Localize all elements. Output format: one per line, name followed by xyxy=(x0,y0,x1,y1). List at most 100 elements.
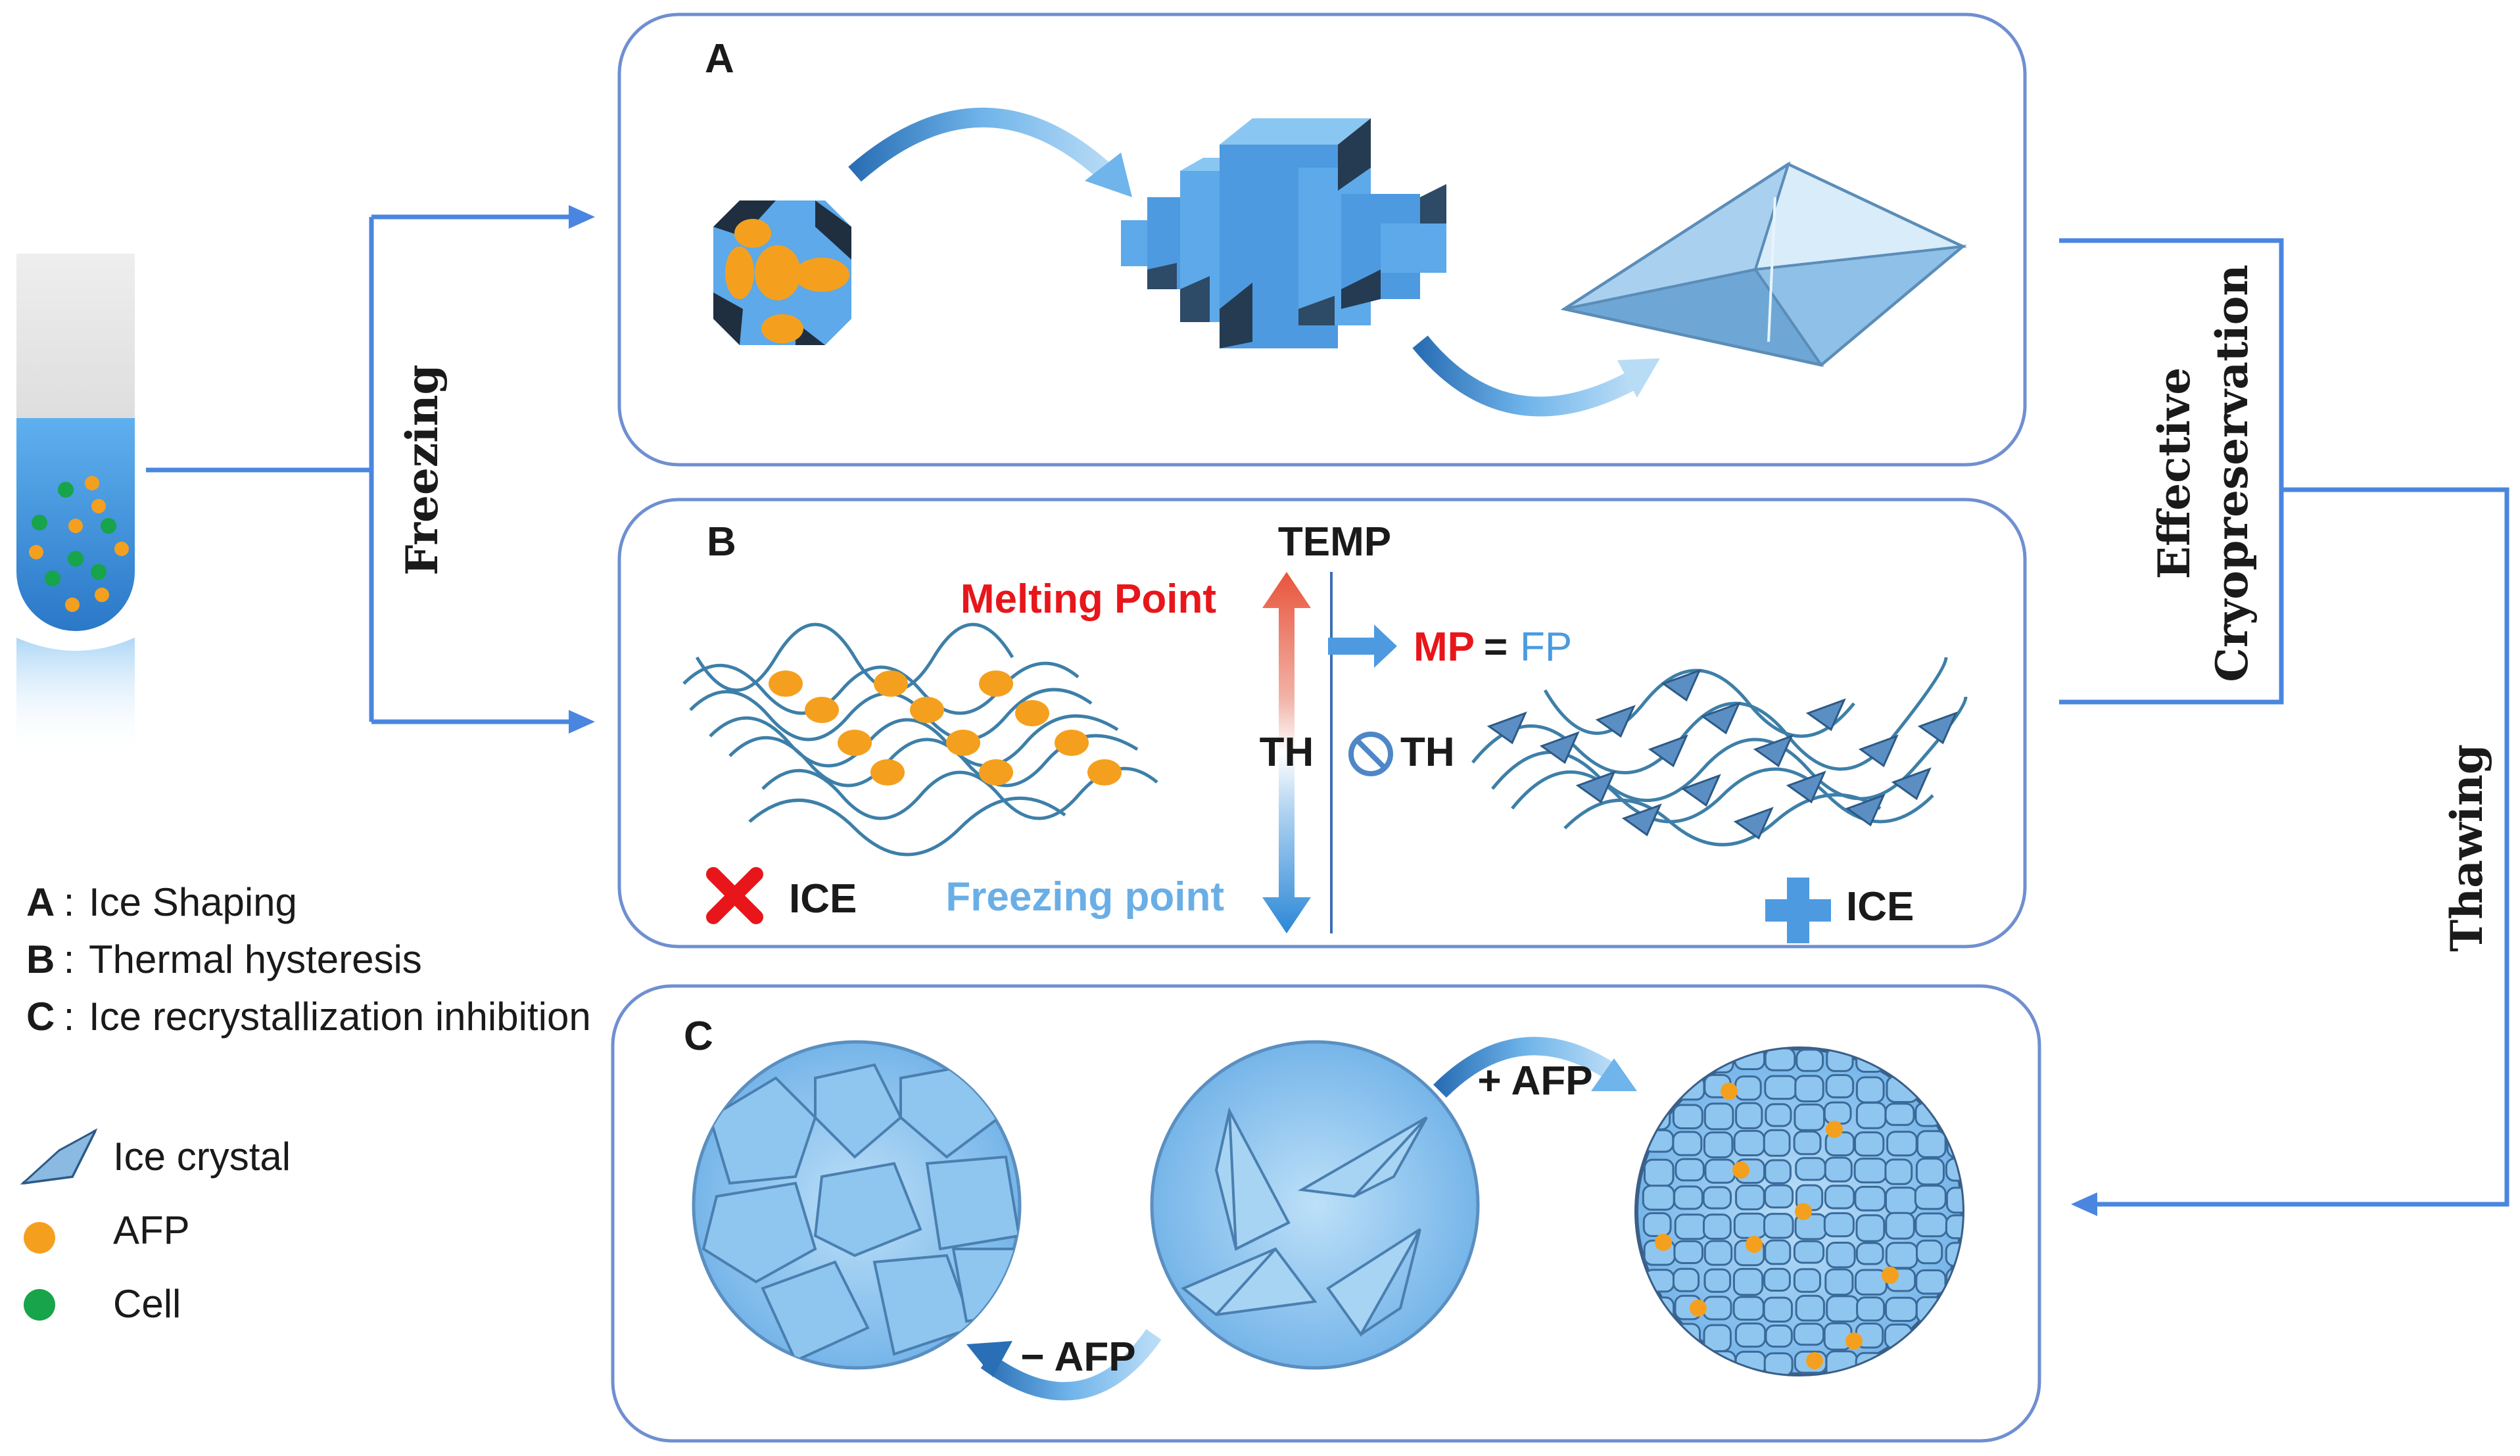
legend-key-c: C xyxy=(26,995,55,1039)
cell-dots xyxy=(32,482,116,586)
th-left-label: TH xyxy=(1260,730,1314,775)
mp-label: MP xyxy=(1414,624,1475,670)
ice-grain xyxy=(1673,1185,1703,1210)
ice-grain xyxy=(1795,1048,1824,1072)
ice-grain xyxy=(1763,1352,1794,1374)
ice-grain xyxy=(1826,1242,1856,1269)
panel-c: C xyxy=(611,984,2041,1443)
ice-grain xyxy=(1765,1103,1792,1127)
ice-grain xyxy=(1825,1074,1855,1098)
ice-grain xyxy=(1644,1158,1675,1187)
temp-gradient-arrow xyxy=(1262,572,1311,933)
ice-grain xyxy=(1735,1184,1765,1211)
ice-grain xyxy=(1795,1157,1826,1181)
ice-crystal-lattice xyxy=(1471,657,1968,847)
panel-b: B ICE TEMP Melting Point Fre xyxy=(617,498,2027,949)
ice-grain xyxy=(1855,1102,1887,1129)
ice-grain xyxy=(1823,1212,1855,1238)
transform-arrow-1 xyxy=(848,107,1118,185)
ice-grain xyxy=(1675,1158,1705,1182)
ice-grain xyxy=(1856,1296,1886,1322)
ice-grain xyxy=(1914,1185,1947,1210)
afp-dots xyxy=(29,476,129,612)
ice-grain xyxy=(1855,1076,1885,1104)
legend-sep-c: : xyxy=(53,995,85,1039)
plus-afp-arrow xyxy=(1433,1037,1616,1098)
ice-grain xyxy=(1703,1240,1733,1266)
ice-grain xyxy=(1793,1323,1825,1346)
legend-text-b: Thermal hysteresis xyxy=(89,937,422,981)
prohibited-icon xyxy=(1348,732,1393,776)
ice-grain xyxy=(1793,1130,1822,1156)
afp-bound-ice-lattice xyxy=(682,622,1158,857)
ice-cube-with-afp-icon xyxy=(713,200,851,345)
afp-dot-icon xyxy=(24,1222,55,1254)
ice-grain xyxy=(1733,1129,1765,1157)
blue-plus-icon xyxy=(1765,878,1831,943)
cryopreservation-label: Cryopreservation xyxy=(2206,264,2258,682)
process-lines xyxy=(146,214,2509,1207)
ice-grain xyxy=(1884,1158,1913,1185)
ice-grain xyxy=(1735,1102,1763,1129)
arrowheads xyxy=(569,205,2097,1216)
ice-grain xyxy=(1795,1294,1825,1322)
test-tube xyxy=(16,254,135,756)
melting-point-label: Melting Point xyxy=(961,576,1216,622)
ice-grain xyxy=(1855,1242,1884,1265)
temp-label: TEMP xyxy=(1278,519,1391,565)
ice-grain xyxy=(1886,1131,1918,1157)
hexagonal-ice-crystal-icon xyxy=(1121,118,1446,348)
ice-grain xyxy=(1702,1296,1732,1321)
right-arrow-icon xyxy=(1328,624,1397,668)
ice-grain xyxy=(1884,1102,1915,1126)
ice-grain xyxy=(1854,1186,1886,1211)
freezing-label: Freezing xyxy=(396,364,448,575)
ice-grain xyxy=(1915,1269,1947,1295)
plus-afp-label: + AFP xyxy=(1477,1058,1592,1104)
ice-grain xyxy=(1885,1186,1918,1215)
minus-afp-arrow xyxy=(980,1328,1162,1401)
ice-grain xyxy=(1763,1267,1791,1292)
ice-grain xyxy=(1823,1101,1852,1125)
panel-b-letter: B xyxy=(707,519,736,565)
ice-left-label: ICE xyxy=(789,876,857,922)
ice-grain xyxy=(1854,1131,1885,1157)
red-x-icon xyxy=(706,867,763,924)
ice-grain xyxy=(1674,1213,1707,1240)
a-out-line xyxy=(2059,238,2284,705)
ice-grain xyxy=(1672,1104,1703,1129)
ice-grain xyxy=(1673,1240,1703,1264)
ice-grain xyxy=(1734,1075,1762,1101)
ice-grain xyxy=(1764,1075,1797,1100)
ice-grain xyxy=(1763,1129,1791,1157)
ice-grain xyxy=(1794,1075,1824,1103)
ice-grain xyxy=(1945,1214,1962,1240)
legend-text-c: Ice recrystallization inhibition xyxy=(89,995,591,1039)
ice-grain xyxy=(1824,1156,1853,1183)
ice-grain xyxy=(1885,1296,1918,1322)
equals-sign: = xyxy=(1484,624,1508,670)
th-right-label: TH xyxy=(1400,730,1455,775)
legend-afp-label: AFP xyxy=(113,1208,190,1252)
ice-grain xyxy=(1764,1184,1794,1209)
ice-grain xyxy=(1642,1212,1672,1237)
ice-grain xyxy=(1672,1131,1703,1156)
thawing-line xyxy=(2085,487,2509,1207)
ice-right-label: ICE xyxy=(1846,884,1914,929)
thawing-label: Thawing xyxy=(2441,744,2492,952)
ice-grain xyxy=(1673,1267,1700,1292)
minus-afp-label: − AFP xyxy=(1020,1334,1135,1380)
ice-grain xyxy=(1763,1296,1794,1323)
ice-grain xyxy=(1793,1268,1821,1293)
ice-grain xyxy=(1704,1158,1736,1184)
ice-grain xyxy=(1826,1295,1859,1323)
ice-grain xyxy=(1855,1214,1886,1242)
legend-key-a: A xyxy=(26,880,55,924)
ice-grain xyxy=(1853,1158,1888,1184)
ice-grain xyxy=(1916,1130,1947,1158)
small-ice-crystals xyxy=(1486,669,1958,840)
large-ice-grains-circle xyxy=(692,1040,1022,1370)
ice-grain xyxy=(1945,1186,1962,1214)
ice-grain xyxy=(1914,1212,1948,1238)
